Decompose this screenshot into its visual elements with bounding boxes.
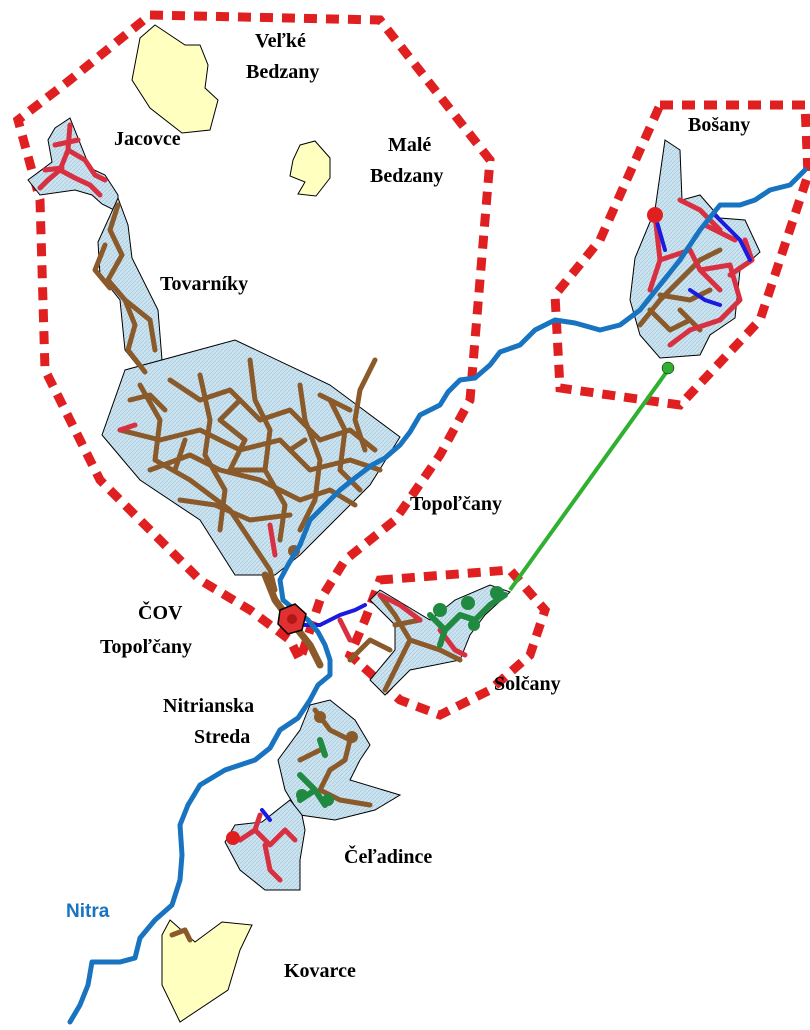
manhole [490,586,504,600]
sewer-nitrianska-brown [297,707,373,808]
transfer-line-bosany-solcany [508,368,670,592]
villages [131,24,331,1023]
bosany-boundary [550,100,810,410]
sewer-topolcany-grid-4 [147,452,358,508]
manhole [322,794,334,806]
manhole [461,596,475,610]
sewer-topolcany-main-north [352,357,378,453]
sewer-topolcany-grid-1 [137,382,278,593]
sewer-kovarce-outlet [169,927,193,943]
pressure-bosany-3 [688,288,722,307]
pressure-bosany-2 [713,213,752,262]
sewer-topolcany-grid-6 [247,357,288,543]
label-male-bedzany-line2: Bedzany [370,165,443,187]
label-kovarce: Kovarce [284,960,356,982]
green-manholes [296,586,504,806]
label-tovarniky: Tovarníky [160,273,248,295]
label-solcany: Solčany [494,673,561,695]
label-cov-line2: Topoľčany [100,636,192,658]
sewer-jacovce-2 [42,137,81,173]
nitrianska-streda-area [277,699,402,821]
label-topolcany: Topoľčany [410,493,502,515]
label-celadince: Čeľadince [344,844,432,868]
pressure-sewers [260,213,752,822]
label-bosany: Bošany [688,114,750,136]
label-velke-bedzany-line1: Veľké [255,30,306,52]
sewer-celadince-red [237,812,298,883]
place-labels: Veľké Bedzany Malé Bedzany Bošany Jacovc… [66,30,750,982]
sewer-topolcany-grid-7 [297,382,323,533]
sewer-topolcany-grid-10 [127,392,353,473]
label-river-nitra: Nitra [66,901,110,922]
transfer-line-node [661,361,675,375]
manhole [468,619,480,631]
velke-bedzany-area [131,24,219,134]
manhole [296,789,308,801]
pressure-celadince [260,808,272,822]
kovarce-area [161,919,253,1023]
sewer-topolcany-grid-5 [197,372,228,533]
sewer-solcany-green [427,592,508,648]
manhole [314,711,326,723]
sewer-bosany-red [647,197,743,348]
male-bedzany-area [289,140,331,197]
manhole [433,603,447,617]
label-nitrianska-line2: Streda [194,726,250,748]
label-nitrianska-line1: Nitrianska [163,695,254,717]
label-jacovce: Jacovce [114,128,181,150]
manhole [346,731,358,743]
jacovce-area [27,117,119,213]
label-velke-bedzany-line2: Bedzany [246,61,319,83]
solcany-boundary [344,565,551,720]
settlement-areas [27,117,761,891]
sewer-tovarniky [105,202,148,375]
sewer-bosany-brown [637,247,723,333]
bosany-area [629,139,761,359]
pump-station-icon [226,831,240,845]
treatment-plant-icon [277,603,307,635]
river-nitra [67,167,808,1025]
label-male-bedzany-line1: Malé [388,134,431,156]
sewer-topolcany-grid-9 [177,397,293,523]
sewer-topolcany-red [117,422,278,558]
label-cov-line1: ČOV [138,600,183,624]
sewer-tovarniky-branch [92,242,158,353]
pump-station-icon [647,207,663,223]
sewer-solcany-brown [347,592,463,693]
pump-stations [226,207,663,845]
sewer-main-red-segment [337,617,353,643]
planned-sewers-red [37,122,755,883]
